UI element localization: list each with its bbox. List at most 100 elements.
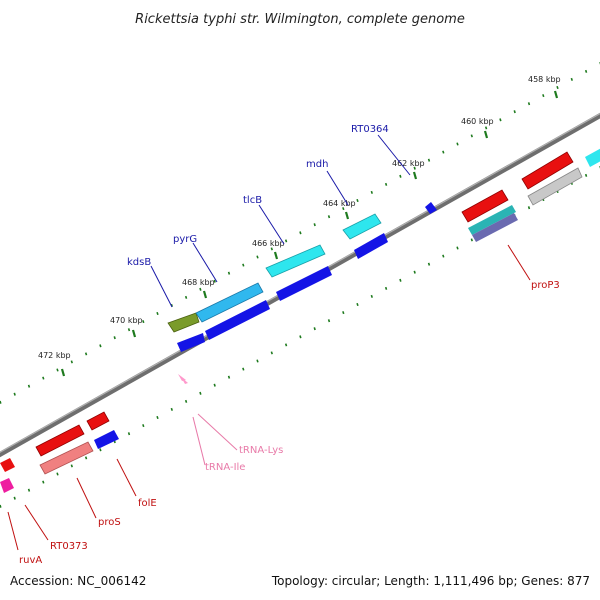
kbp-ticks	[60, 90, 559, 377]
guide-dot	[170, 407, 173, 411]
guide-dot	[13, 496, 16, 500]
genome-info-text: Topology: circular; Length: 1,111,496 bp…	[271, 574, 590, 588]
kbp-label-472: 472 kbp	[38, 351, 71, 360]
guide-dot	[42, 480, 45, 484]
reverse-strand-genes	[0, 146, 600, 493]
guide-dot	[527, 206, 531, 210]
guide-dot	[184, 399, 188, 403]
gene-kdsB[interactable]	[167, 312, 200, 333]
gene-tlcB[interactable]	[265, 244, 326, 278]
guide-dot	[584, 69, 588, 73]
guide-dot	[470, 134, 473, 138]
guide-dot	[456, 246, 459, 250]
guide-dot	[84, 352, 88, 356]
gene-teal[interactable]	[468, 205, 516, 235]
guide-dot	[342, 207, 345, 211]
trna-label-Ile: tRNA-Ile	[205, 462, 245, 473]
gene-mdh[interactable]	[342, 213, 382, 240]
gene-gray[interactable]	[527, 167, 583, 206]
gene-purple[interactable]	[472, 213, 518, 242]
trna-label-lines	[192, 413, 238, 466]
gene-label-proP3: proP3	[531, 280, 560, 291]
kbp-label-468: 468 kbp	[182, 278, 215, 287]
gene-salmon[interactable]	[39, 441, 94, 475]
gene-pyrG[interactable]	[195, 282, 264, 323]
forward-strand-genes	[94, 202, 437, 449]
gene-RT0364[interactable]	[425, 202, 437, 214]
gene-red-a[interactable]	[461, 189, 509, 223]
guide-dot	[156, 415, 159, 420]
guide-dot	[199, 391, 202, 395]
trna-label-Lys: tRNA-Lys	[239, 445, 283, 456]
guide-dot	[384, 286, 388, 290]
guide-dot	[99, 448, 102, 452]
guide-dot	[513, 110, 516, 114]
guide-dot	[56, 472, 59, 476]
gene-red-c[interactable]	[35, 424, 85, 457]
guide-dot	[27, 384, 31, 388]
guide-dot	[142, 424, 145, 428]
gene-magenta-edge[interactable]	[0, 478, 14, 493]
guide-dot	[570, 77, 573, 81]
guide-dot	[327, 319, 331, 323]
guide-dot	[213, 279, 216, 283]
kbp-label-462: 462 kbp	[392, 159, 425, 168]
gene-blue-c[interactable]	[276, 266, 332, 301]
gene-red-b[interactable]	[521, 151, 574, 190]
guide-dot	[356, 198, 359, 203]
kbp-label-466: 466 kbp	[252, 239, 285, 248]
kbp-label-464: 464 kbp	[323, 199, 356, 208]
gene-label-tlcB: tlcB	[243, 195, 262, 206]
gene-label-pyrG: pyrG	[173, 234, 197, 245]
guide-dot	[413, 166, 416, 170]
guide-dot	[470, 238, 473, 242]
guide-dot	[313, 223, 316, 227]
guide-dot	[113, 336, 116, 340]
gene-blue-a[interactable]	[177, 333, 205, 352]
kbp-label-460: 460 kbp	[461, 117, 494, 126]
guide-dot	[242, 367, 245, 371]
guide-dot	[327, 215, 331, 219]
guide-dot	[0, 400, 2, 404]
guide-dot	[413, 270, 416, 274]
guide-dot	[0, 504, 2, 508]
gene-blue-b[interactable]	[205, 300, 270, 340]
gene-red-edge[interactable]	[0, 458, 15, 472]
guide-dot	[556, 85, 559, 90]
guide-dot	[484, 126, 488, 130]
guide-dot	[213, 383, 216, 387]
guide-dot	[527, 102, 531, 106]
guide-dot	[156, 311, 159, 316]
guide-dot	[313, 327, 316, 331]
guide-dot	[427, 262, 431, 266]
gene-label-mdh: mdh	[306, 159, 328, 170]
accession-text: Accession: NC_006142	[10, 574, 146, 588]
guide-dot	[27, 488, 31, 492]
guide-dot	[299, 231, 302, 235]
guide-dot	[456, 142, 459, 146]
gene-blue-e[interactable]	[94, 430, 119, 449]
trna-Lys-mark[interactable]	[178, 374, 186, 381]
guide-dot	[370, 294, 373, 298]
guide-dot	[270, 351, 273, 355]
gene-blue-d[interactable]	[354, 233, 388, 259]
guide-dot	[256, 359, 259, 363]
guide-dot	[442, 254, 445, 258]
guide-dot	[384, 182, 388, 186]
map-title: Rickettsia typhi str. Wilmington, comple…	[135, 12, 465, 27]
guide-dot	[584, 173, 588, 177]
guide-dot	[299, 335, 302, 339]
gene-label-proS: proS	[98, 517, 121, 528]
guide-dot	[70, 464, 73, 468]
guide-dot	[270, 247, 273, 251]
guide-dot	[542, 94, 545, 98]
guide-dot	[399, 174, 402, 178]
guide-dot	[127, 432, 131, 436]
kbp-label-458: 458 kbp	[528, 75, 561, 84]
gene-red-d[interactable]	[86, 411, 110, 431]
trna-Ile-mark[interactable]	[181, 377, 188, 384]
gene-label-RT0373: RT0373	[50, 541, 88, 552]
gene-cyan-edge[interactable]	[585, 146, 600, 167]
guide-dot	[13, 392, 16, 396]
